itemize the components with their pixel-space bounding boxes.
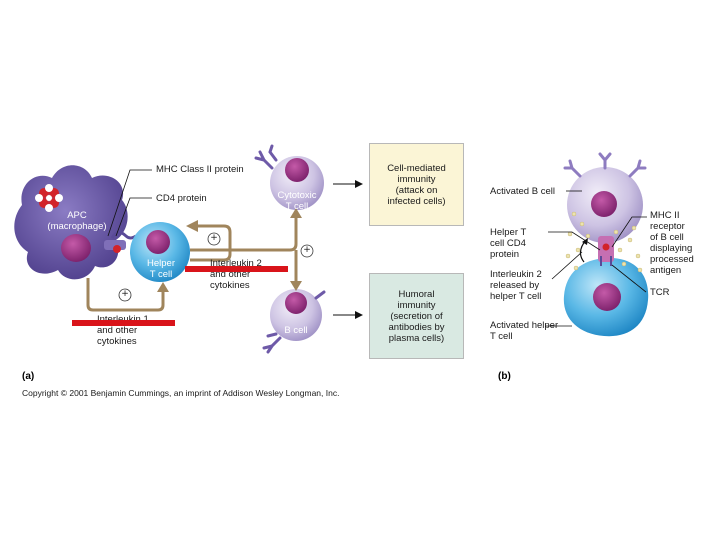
activated-helper-nucleus <box>593 283 621 311</box>
cytokine-dots <box>565 211 643 273</box>
plus-circles <box>118 232 314 302</box>
activated-helper-label: Activated helper T cell <box>490 320 559 342</box>
il1-label: Interleukin 1 and other cytokines <box>97 314 149 347</box>
activated-b-nucleus <box>591 191 617 217</box>
mhc-leader <box>107 169 152 237</box>
b-cell-antibody-icon <box>563 152 647 178</box>
panel-b-label: (b) <box>498 371 511 382</box>
cd4-leader <box>115 197 152 237</box>
cytotoxic-nucleus <box>285 158 309 182</box>
redaction-bar-il2 <box>185 266 288 272</box>
il2-label: Interleukin 2 and other cytokines <box>210 258 262 291</box>
cd4-label: CD4 protein <box>156 193 207 204</box>
b-cell-nucleus <box>285 292 307 314</box>
plus-sign-3: + <box>303 245 311 255</box>
cytotoxic-t-cell <box>270 156 324 210</box>
feedback-arrows <box>86 216 298 312</box>
cytotoxic-receptor-icon <box>254 144 278 170</box>
plus-sign-2: + <box>121 289 129 299</box>
b-cell-label: B cell <box>284 325 308 336</box>
activated-b-label: Activated B cell <box>490 186 555 197</box>
plus-sign-1: + <box>210 233 218 243</box>
synapse-antigen <box>602 243 610 251</box>
redaction-bar-il1 <box>72 320 175 326</box>
humoral-box: Humoral immunity (secretion of antibodie… <box>369 273 464 359</box>
arrow-heads <box>157 208 302 292</box>
panel-b-leaders <box>545 190 647 327</box>
tcr-label: TCR <box>650 287 670 298</box>
helper-nucleus <box>146 230 170 254</box>
helper-label: Helper T cell <box>147 258 175 280</box>
cell-mediated-box: Cell-mediated immunity (attack on infect… <box>369 143 464 226</box>
b-cell <box>270 289 322 341</box>
mhc-label: MHC Class II protein <box>156 164 244 175</box>
helper-cd4-label: Helper T cell CD4 protein <box>490 227 527 260</box>
apc-label: APC (macrophage) <box>47 210 107 232</box>
mhc-receptor-label: MHC II receptor of B cell displaying pro… <box>650 210 694 276</box>
b-cell-receptor-icon <box>262 332 282 354</box>
panel-a-label: (a) <box>22 371 35 382</box>
antigen-cluster-icon <box>35 184 63 212</box>
copyright-text: Copyright © 2001 Benjamin Cummings, an i… <box>22 388 340 398</box>
tcr-receptor <box>600 256 612 266</box>
cytotoxic-label: Cytotoxic T cell <box>277 190 317 212</box>
il2-released-label: Interleukin 2 released by helper T cell <box>490 269 542 302</box>
antigen-dot <box>113 245 121 253</box>
cd4-protein <box>110 231 137 240</box>
apc-nucleus <box>61 234 91 262</box>
